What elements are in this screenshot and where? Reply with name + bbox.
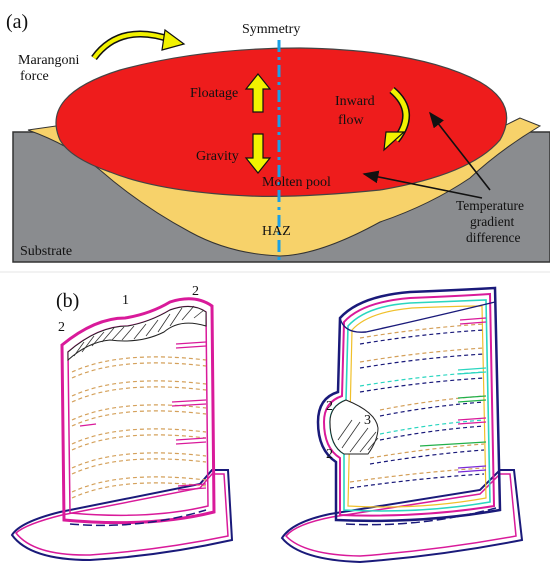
symmetry-label: Symmetry [242,22,300,37]
left-mark-2-side: 2 [58,320,65,335]
floatage-label: Floatage [190,86,238,101]
gravity-arrow-icon [244,133,272,174]
temp-label-1: Temperature [456,198,524,213]
panel-b-label: (b) [56,290,79,312]
right-mark-2-lower: 2 [326,447,333,462]
right-mark-3: 3 [364,413,371,428]
temp-gradient-arrow-2 [362,170,483,199]
right-mark-2-upper: 2 [326,399,333,414]
marangoni-label-1: Marangoni [18,53,80,68]
panel-b: (b) [10,284,524,564]
panel-a: (a) Symmetry Marangoni force Floatage Gr… [6,11,550,264]
haz-label: HAZ [262,224,291,239]
right-wall-part: 2 3 2 [280,286,524,564]
floatage-arrow-icon [244,73,272,113]
panel-a-label: (a) [6,11,28,33]
molten-pool-label: Molten pool [262,175,331,190]
temp-label-2: gradient [470,214,514,229]
left-mark-1: 1 [122,293,129,308]
inward-flow-label-1: Inward [335,94,375,109]
gravity-label: Gravity [196,149,239,164]
left-wall-part: 1 2 2 [10,284,234,562]
inward-flow-label-2: flow [338,113,365,128]
marangoni-arrow-icon [91,28,186,61]
left-mark-2-top: 2 [192,284,199,299]
inward-flow-arrow-icon [383,86,410,152]
molten-pool [55,47,508,197]
substrate-label: Substrate [20,244,72,259]
temp-gradient-arrow-1 [429,111,491,191]
marangoni-label-2: force [20,69,49,84]
temp-label-3: difference [466,230,520,245]
